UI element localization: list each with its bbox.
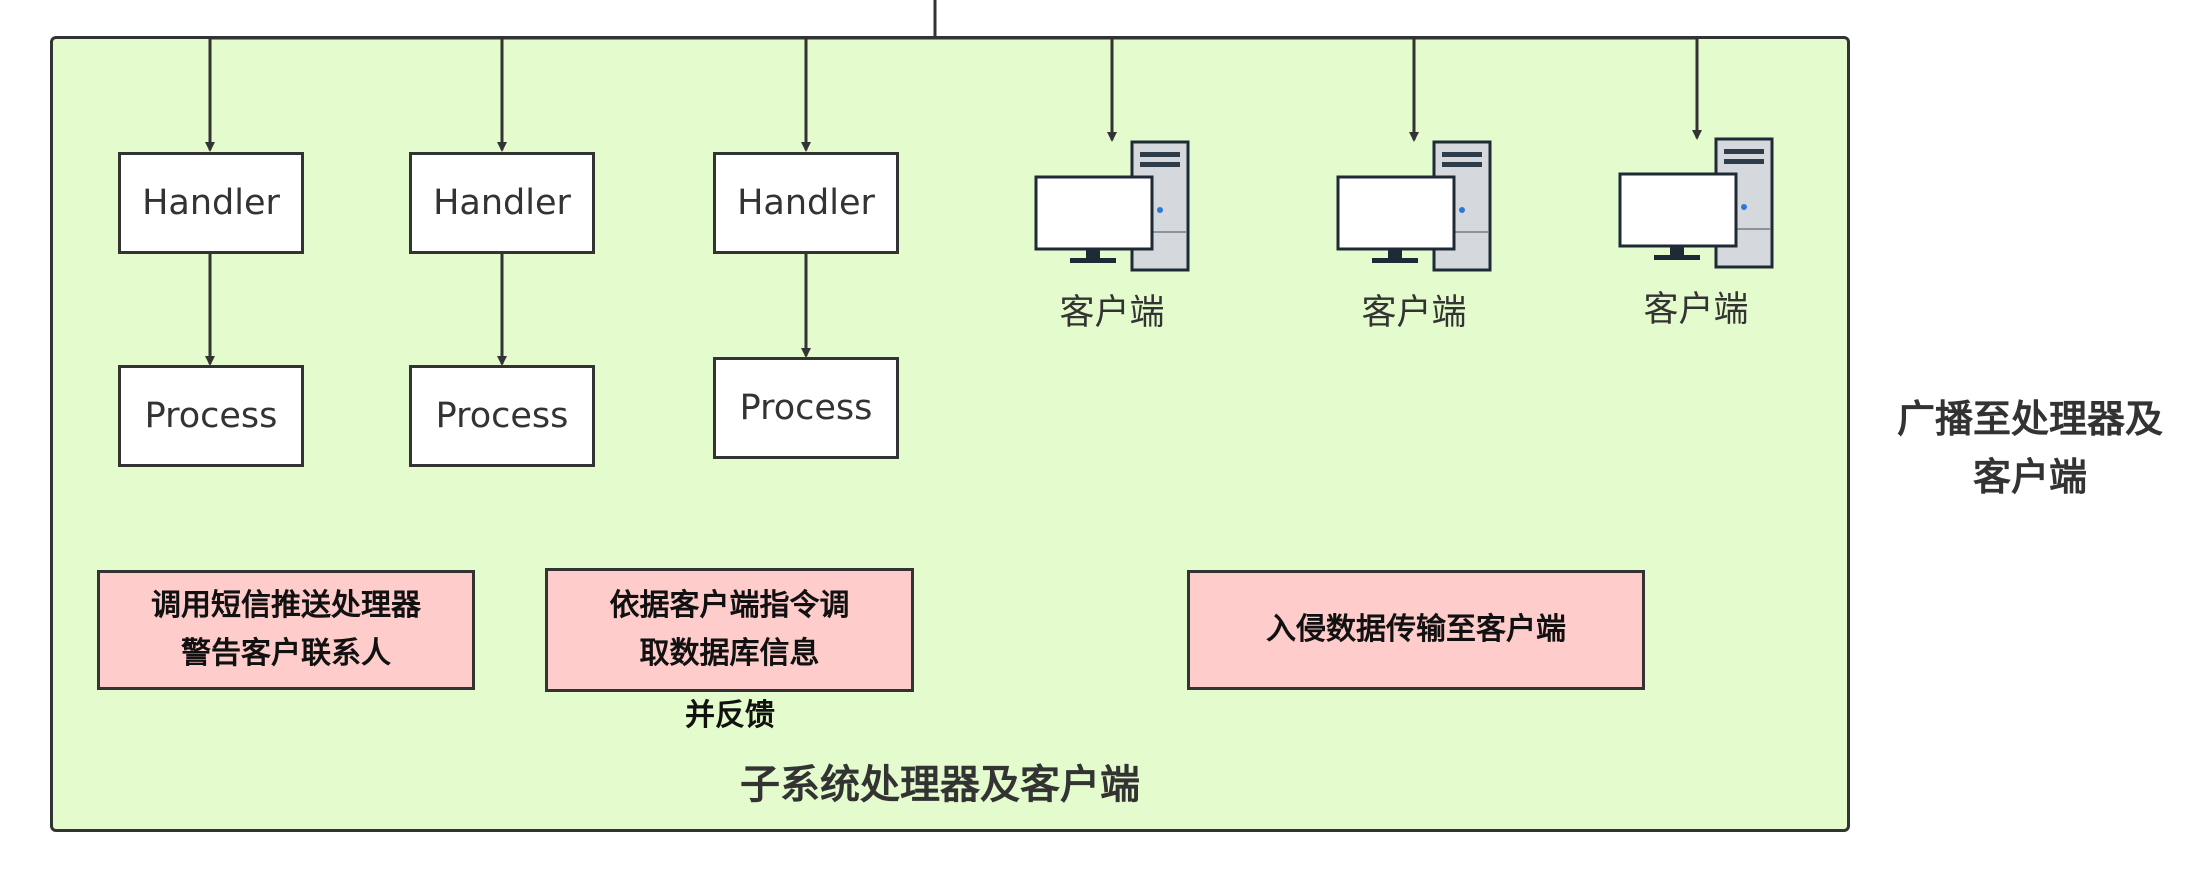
- computer-icon: [1034, 140, 1190, 272]
- process-box-1: Process: [118, 365, 304, 467]
- client-label: 客户端: [1059, 293, 1165, 333]
- process-label: Process: [144, 396, 278, 436]
- subsystem-panel: [50, 36, 1850, 832]
- db-query-overflow-text: 并反馈: [685, 698, 775, 733]
- handler-box-3: Handler: [713, 152, 899, 254]
- process-label: Process: [435, 396, 569, 436]
- db-query-note: 依据客户端指令调取数据库信息: [545, 568, 914, 692]
- handler-label: Handler: [737, 183, 875, 223]
- db-query-text: 依据客户端指令调取数据库信息: [609, 588, 850, 671]
- handler-box-1: Handler: [118, 152, 304, 254]
- sms-alert-text: 调用短信推送处理器警告客户联系人: [151, 588, 421, 671]
- client-label: 客户端: [1361, 293, 1467, 333]
- handler-label: Handler: [142, 183, 280, 223]
- intrusion-transfer-note: 入侵数据传输至客户端: [1187, 570, 1645, 690]
- handler-label: Handler: [433, 183, 571, 223]
- sms-alert-note: 调用短信推送处理器警告客户联系人: [97, 570, 475, 690]
- process-box-2: Process: [409, 365, 595, 467]
- computer-icon: [1618, 137, 1774, 269]
- intrusion-transfer-text: 入侵数据传输至客户端: [1266, 612, 1566, 647]
- process-box-3: Process: [713, 357, 899, 459]
- handler-box-2: Handler: [409, 152, 595, 254]
- broadcast-side-label: 广播至处理器及客户端: [1896, 397, 2163, 499]
- client-label: 客户端: [1643, 290, 1749, 330]
- computer-icon: [1336, 140, 1492, 272]
- process-label: Process: [739, 388, 873, 428]
- panel-title: 子系统处理器及客户端: [740, 762, 1140, 808]
